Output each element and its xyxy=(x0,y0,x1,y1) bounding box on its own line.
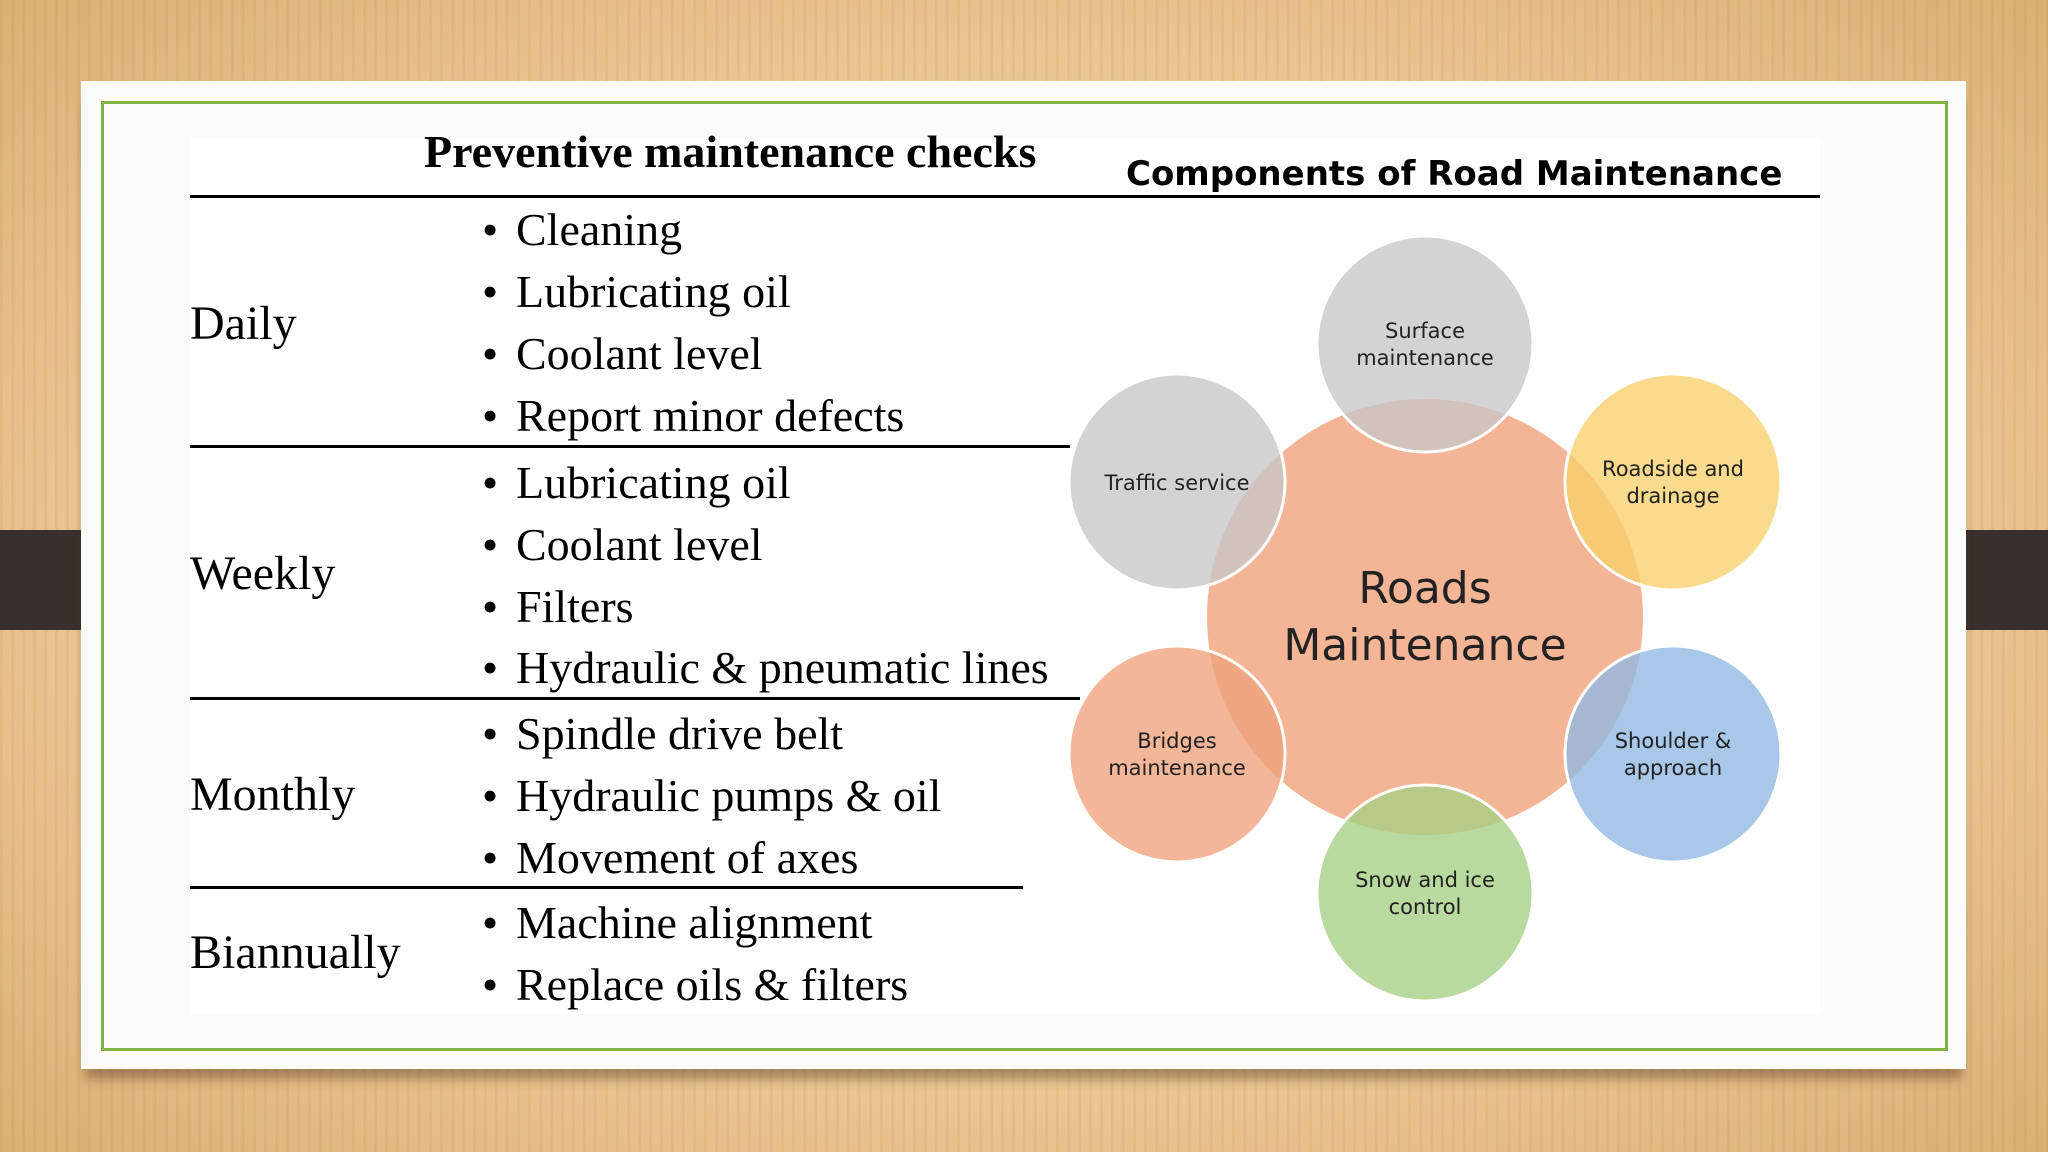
period-label: Biannually xyxy=(190,926,401,979)
shoulder-and-approach-label: approach xyxy=(1624,756,1722,780)
check-item: Cleaning xyxy=(482,203,682,256)
row-divider xyxy=(190,697,1080,700)
period-label: Weekly xyxy=(190,547,336,600)
check-item: Movement of axes xyxy=(482,831,858,884)
center-label-line1: Roads xyxy=(1358,563,1491,614)
check-item: Lubricating oil xyxy=(482,456,791,509)
check-item: Report minor defects xyxy=(482,389,904,442)
check-item: Hydraulic pumps & oil xyxy=(482,769,941,822)
bridges-maintenance-label: Bridges xyxy=(1137,729,1216,753)
diagram-title-rule xyxy=(1020,195,1820,198)
surface-maintenance-circle xyxy=(1315,234,1535,454)
check-item: Spindle drive belt xyxy=(482,707,843,760)
traffic-service-label: Traffic service xyxy=(1104,471,1250,495)
shoulder-and-approach-label: Shoulder & xyxy=(1615,729,1732,753)
snow-and-ice-control-circle xyxy=(1315,783,1535,1003)
roadside-and-drainage-label: drainage xyxy=(1626,484,1719,508)
table-header-rule xyxy=(190,195,1020,198)
bridges-maintenance-label: maintenance xyxy=(1108,756,1246,780)
check-item: Coolant level xyxy=(482,327,763,380)
center-label-line2: Maintenance xyxy=(1283,620,1566,671)
surface-maintenance-label: maintenance xyxy=(1356,346,1494,370)
diagram-title: Components of Road Maintenance xyxy=(1126,154,1783,194)
surface-maintenance-label: Surface xyxy=(1385,319,1465,343)
traffic-service-circle xyxy=(1067,372,1287,592)
row-divider xyxy=(190,886,1023,889)
check-item: Machine alignment xyxy=(482,896,872,949)
snow-and-ice-control-label: control xyxy=(1389,895,1462,919)
shoulder-and-approach-circle xyxy=(1563,644,1783,864)
check-item: Filters xyxy=(482,580,634,633)
table-title: Preventive maintenance checks xyxy=(424,126,1037,177)
check-item: Coolant level xyxy=(482,518,763,571)
roadside-and-drainage-label: Roadside and xyxy=(1602,457,1744,481)
snow-and-ice-control-label: Snow and ice xyxy=(1355,868,1495,892)
bridges-maintenance-circle xyxy=(1067,644,1287,864)
check-item: Lubricating oil xyxy=(482,265,791,318)
row-divider xyxy=(190,445,1070,448)
check-item: Hydraulic & pneumatic lines xyxy=(482,641,1049,694)
period-label: Monthly xyxy=(190,768,356,821)
roadside-and-drainage-circle xyxy=(1563,372,1783,592)
check-item: Replace oils & filters xyxy=(482,958,908,1011)
center-circle xyxy=(1207,399,1643,835)
period-label: Daily xyxy=(190,297,297,350)
slide-frame xyxy=(101,101,1948,1051)
